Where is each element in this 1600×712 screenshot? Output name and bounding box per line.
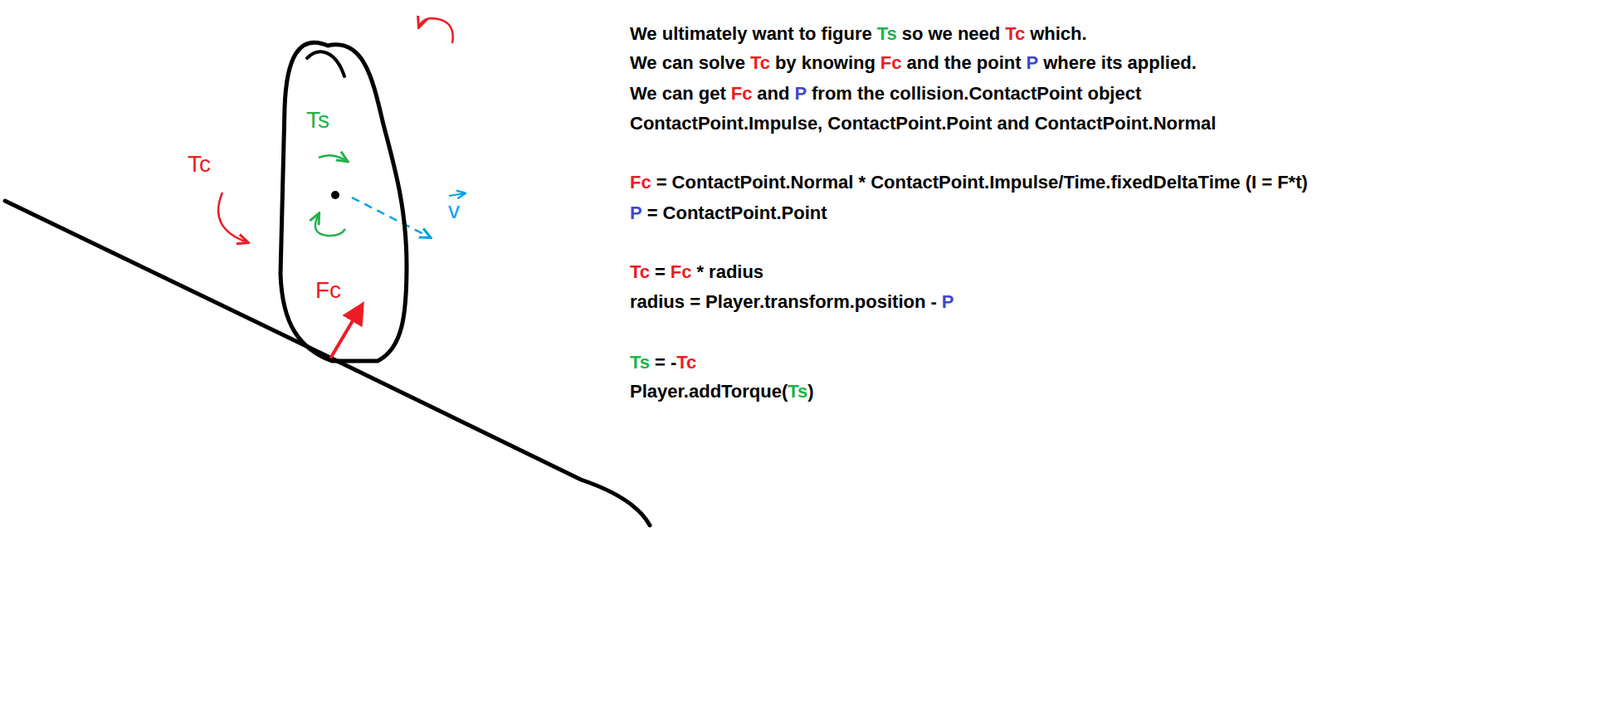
- text-line: We ultimately want to figureTsso we need…: [629, 23, 1088, 45]
- text-line: radius = Player.transform.position -P: [629, 291, 954, 313]
- text-line: Tc=Fc* radius: [629, 261, 764, 283]
- note-text: =: [654, 261, 666, 283]
- torque-arrow: [218, 192, 248, 243]
- text-line: ContactPoint.Impulse, ContactPoint.Point…: [629, 112, 1216, 135]
- torque-arrow: [318, 155, 347, 161]
- body-outline: [273, 29, 414, 369]
- note-text: where its applied.: [1043, 52, 1197, 74]
- symbol-text: Ts: [877, 23, 898, 44]
- symbol-text: Tc: [750, 52, 771, 74]
- symbol-text: Ts: [629, 351, 650, 373]
- text-line: Ts= -Tc: [629, 351, 697, 374]
- body-outline: [280, 42, 407, 361]
- symbol-text: Tc: [676, 351, 697, 373]
- text-line: We can getFcandPfrom the collision.Conta…: [629, 82, 1142, 105]
- symbol-text: Fc: [731, 82, 753, 104]
- text-line: Player.addTorque(Ts): [629, 380, 815, 403]
- note-text: Player.addTorque(: [629, 380, 788, 402]
- symbol-text: Tc: [629, 261, 650, 283]
- velocity-arrow: [351, 197, 430, 238]
- note-text: from the collision.ContactPoint object: [811, 82, 1142, 104]
- symbol-text: P: [1026, 52, 1040, 74]
- slope-line: [4, 200, 650, 526]
- symbol-text: Fc: [670, 261, 693, 283]
- note-text: and the point: [906, 52, 1021, 74]
- vector-label: v: [448, 199, 460, 223]
- symbol-text: Tc: [1004, 23, 1025, 44]
- body-outline: [307, 51, 345, 77]
- note-text: We can get: [629, 82, 727, 104]
- note-text: and: [756, 82, 790, 104]
- rotation-arrow: [419, 18, 454, 44]
- note-text: = ContactPoint.Normal * ContactPoint.Imp…: [656, 171, 1308, 193]
- note-text: We ultimately want to figure: [629, 23, 873, 44]
- note-text: * radius: [696, 261, 764, 283]
- symbol-label: Fc: [315, 278, 342, 303]
- symbol-text: Fc: [629, 171, 652, 193]
- symbol-label: Tc: [187, 152, 211, 176]
- note-text: so we need: [902, 23, 1001, 44]
- symbol-text: P: [941, 291, 955, 313]
- text-line: We can solveTcby knowingFcand the pointP…: [629, 52, 1197, 74]
- note-text: We can solve: [629, 52, 746, 74]
- symbol-text: Ts: [787, 380, 808, 402]
- text-line: Fc= ContactPoint.Normal * ContactPoint.I…: [629, 171, 1308, 194]
- center-dot: [331, 190, 340, 200]
- text-line: P= ContactPoint.Point: [629, 202, 828, 225]
- symbol-text: Fc: [880, 52, 903, 74]
- torque-arrow: [315, 214, 346, 236]
- note-text: radius = Player.transform.position -: [629, 291, 937, 313]
- symbol-label: Ts: [306, 108, 330, 132]
- vector-mark: [448, 193, 465, 196]
- symbol-text: P: [794, 82, 807, 104]
- force-arrow: [330, 305, 362, 359]
- note-text: by knowing: [775, 52, 876, 74]
- symbol-text: P: [629, 202, 643, 224]
- note-text: which.: [1029, 23, 1087, 44]
- note-text: = -: [654, 351, 677, 373]
- note-text: ): [807, 380, 814, 402]
- player-body: TsFc: [273, 29, 414, 369]
- note-text: ContactPoint.Impulse, ContactPoint.Point…: [629, 112, 1216, 134]
- note-text: = ContactPoint.Point: [647, 202, 828, 224]
